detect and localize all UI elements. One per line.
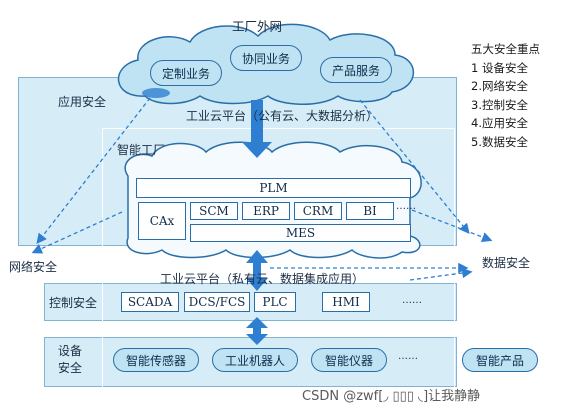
dcs-fcs-box: DCS/FCS bbox=[184, 292, 250, 312]
control-layer-band bbox=[44, 283, 457, 321]
small-cloud-node bbox=[142, 88, 170, 98]
legend-item-data-security: 5.数据安全 bbox=[471, 134, 528, 149]
cax-box: CAx bbox=[138, 202, 186, 240]
legend-item-device-security: 1 设备安全 bbox=[471, 60, 528, 75]
collaborative-business-pill: 协同业务 bbox=[230, 45, 302, 71]
network-security-dashed-arrow bbox=[31, 211, 123, 254]
hmi-box: HMI bbox=[322, 292, 370, 312]
scada-box: SCADA bbox=[121, 292, 179, 312]
smart-instrument-pill: 智能仪器 bbox=[311, 348, 387, 372]
security-focus-legend: 五大安全重点 1 设备安全 2.网络安全 3.控制安全 4.应用安全 5.数据安… bbox=[471, 40, 540, 151]
device-security-label: 设备 安全 bbox=[58, 344, 83, 375]
data-security-dashed-arrow-1 bbox=[359, 99, 470, 235]
mes-box: MES bbox=[190, 224, 411, 242]
application-security-label: 应用安全 bbox=[58, 95, 107, 109]
factory-systems-ellipsis: …… bbox=[396, 201, 416, 212]
legend-item-application-security: 4.应用安全 bbox=[471, 116, 528, 130]
external-network-title: 工厂外网 bbox=[232, 19, 283, 34]
industrial-robot-pill: 工业机器人 bbox=[212, 348, 298, 372]
device-layer-ellipsis: …… bbox=[398, 351, 418, 362]
csdn-watermark: CSDN @zwf[◞ ▯▯▯ ◟]让我静静 bbox=[302, 389, 481, 404]
plc-box: PLC bbox=[254, 292, 296, 312]
smart-product-pill: 智能产品 bbox=[462, 348, 538, 372]
crm-box: CRM bbox=[294, 202, 342, 220]
erp-box: ERP bbox=[242, 202, 290, 220]
public-cloud-platform-label: 工业云平台（公有云、大数据分析） bbox=[186, 109, 379, 123]
legend-item-network-security: 2.网络安全 bbox=[471, 79, 528, 93]
scm-box: SCM bbox=[190, 202, 238, 220]
custom-business-pill: 定制业务 bbox=[150, 60, 222, 86]
plm-box: PLM bbox=[136, 178, 411, 198]
smart-sensor-pill: 智能传感器 bbox=[113, 348, 199, 372]
app-security-dashed-arrow bbox=[36, 97, 151, 245]
smart-factory-label: 智能工厂 bbox=[117, 143, 166, 157]
data-security-dashed-arrow-2 bbox=[411, 209, 493, 243]
bi-box: BI bbox=[346, 202, 394, 220]
network-security-label: 网络安全 bbox=[9, 260, 58, 274]
control-device-arrow bbox=[246, 317, 268, 345]
control-layer-ellipsis: …… bbox=[402, 295, 422, 306]
data-security-label: 数据安全 bbox=[482, 256, 531, 270]
factory-control-arrow bbox=[246, 250, 268, 291]
private-cloud-platform-label: 工业云平台（私有云、数据集成应用） bbox=[160, 272, 365, 286]
legend-item-control-security: 3.控制安全 bbox=[471, 97, 528, 112]
cloud-down-arrow bbox=[242, 100, 272, 158]
legend-title: 五大安全重点 bbox=[471, 42, 540, 56]
smart-factory-boundary bbox=[102, 128, 455, 391]
data-security-dashed-arrow-4 bbox=[409, 267, 473, 281]
control-security-label: 控制安全 bbox=[49, 296, 98, 310]
product-service-pill: 产品服务 bbox=[320, 57, 392, 83]
